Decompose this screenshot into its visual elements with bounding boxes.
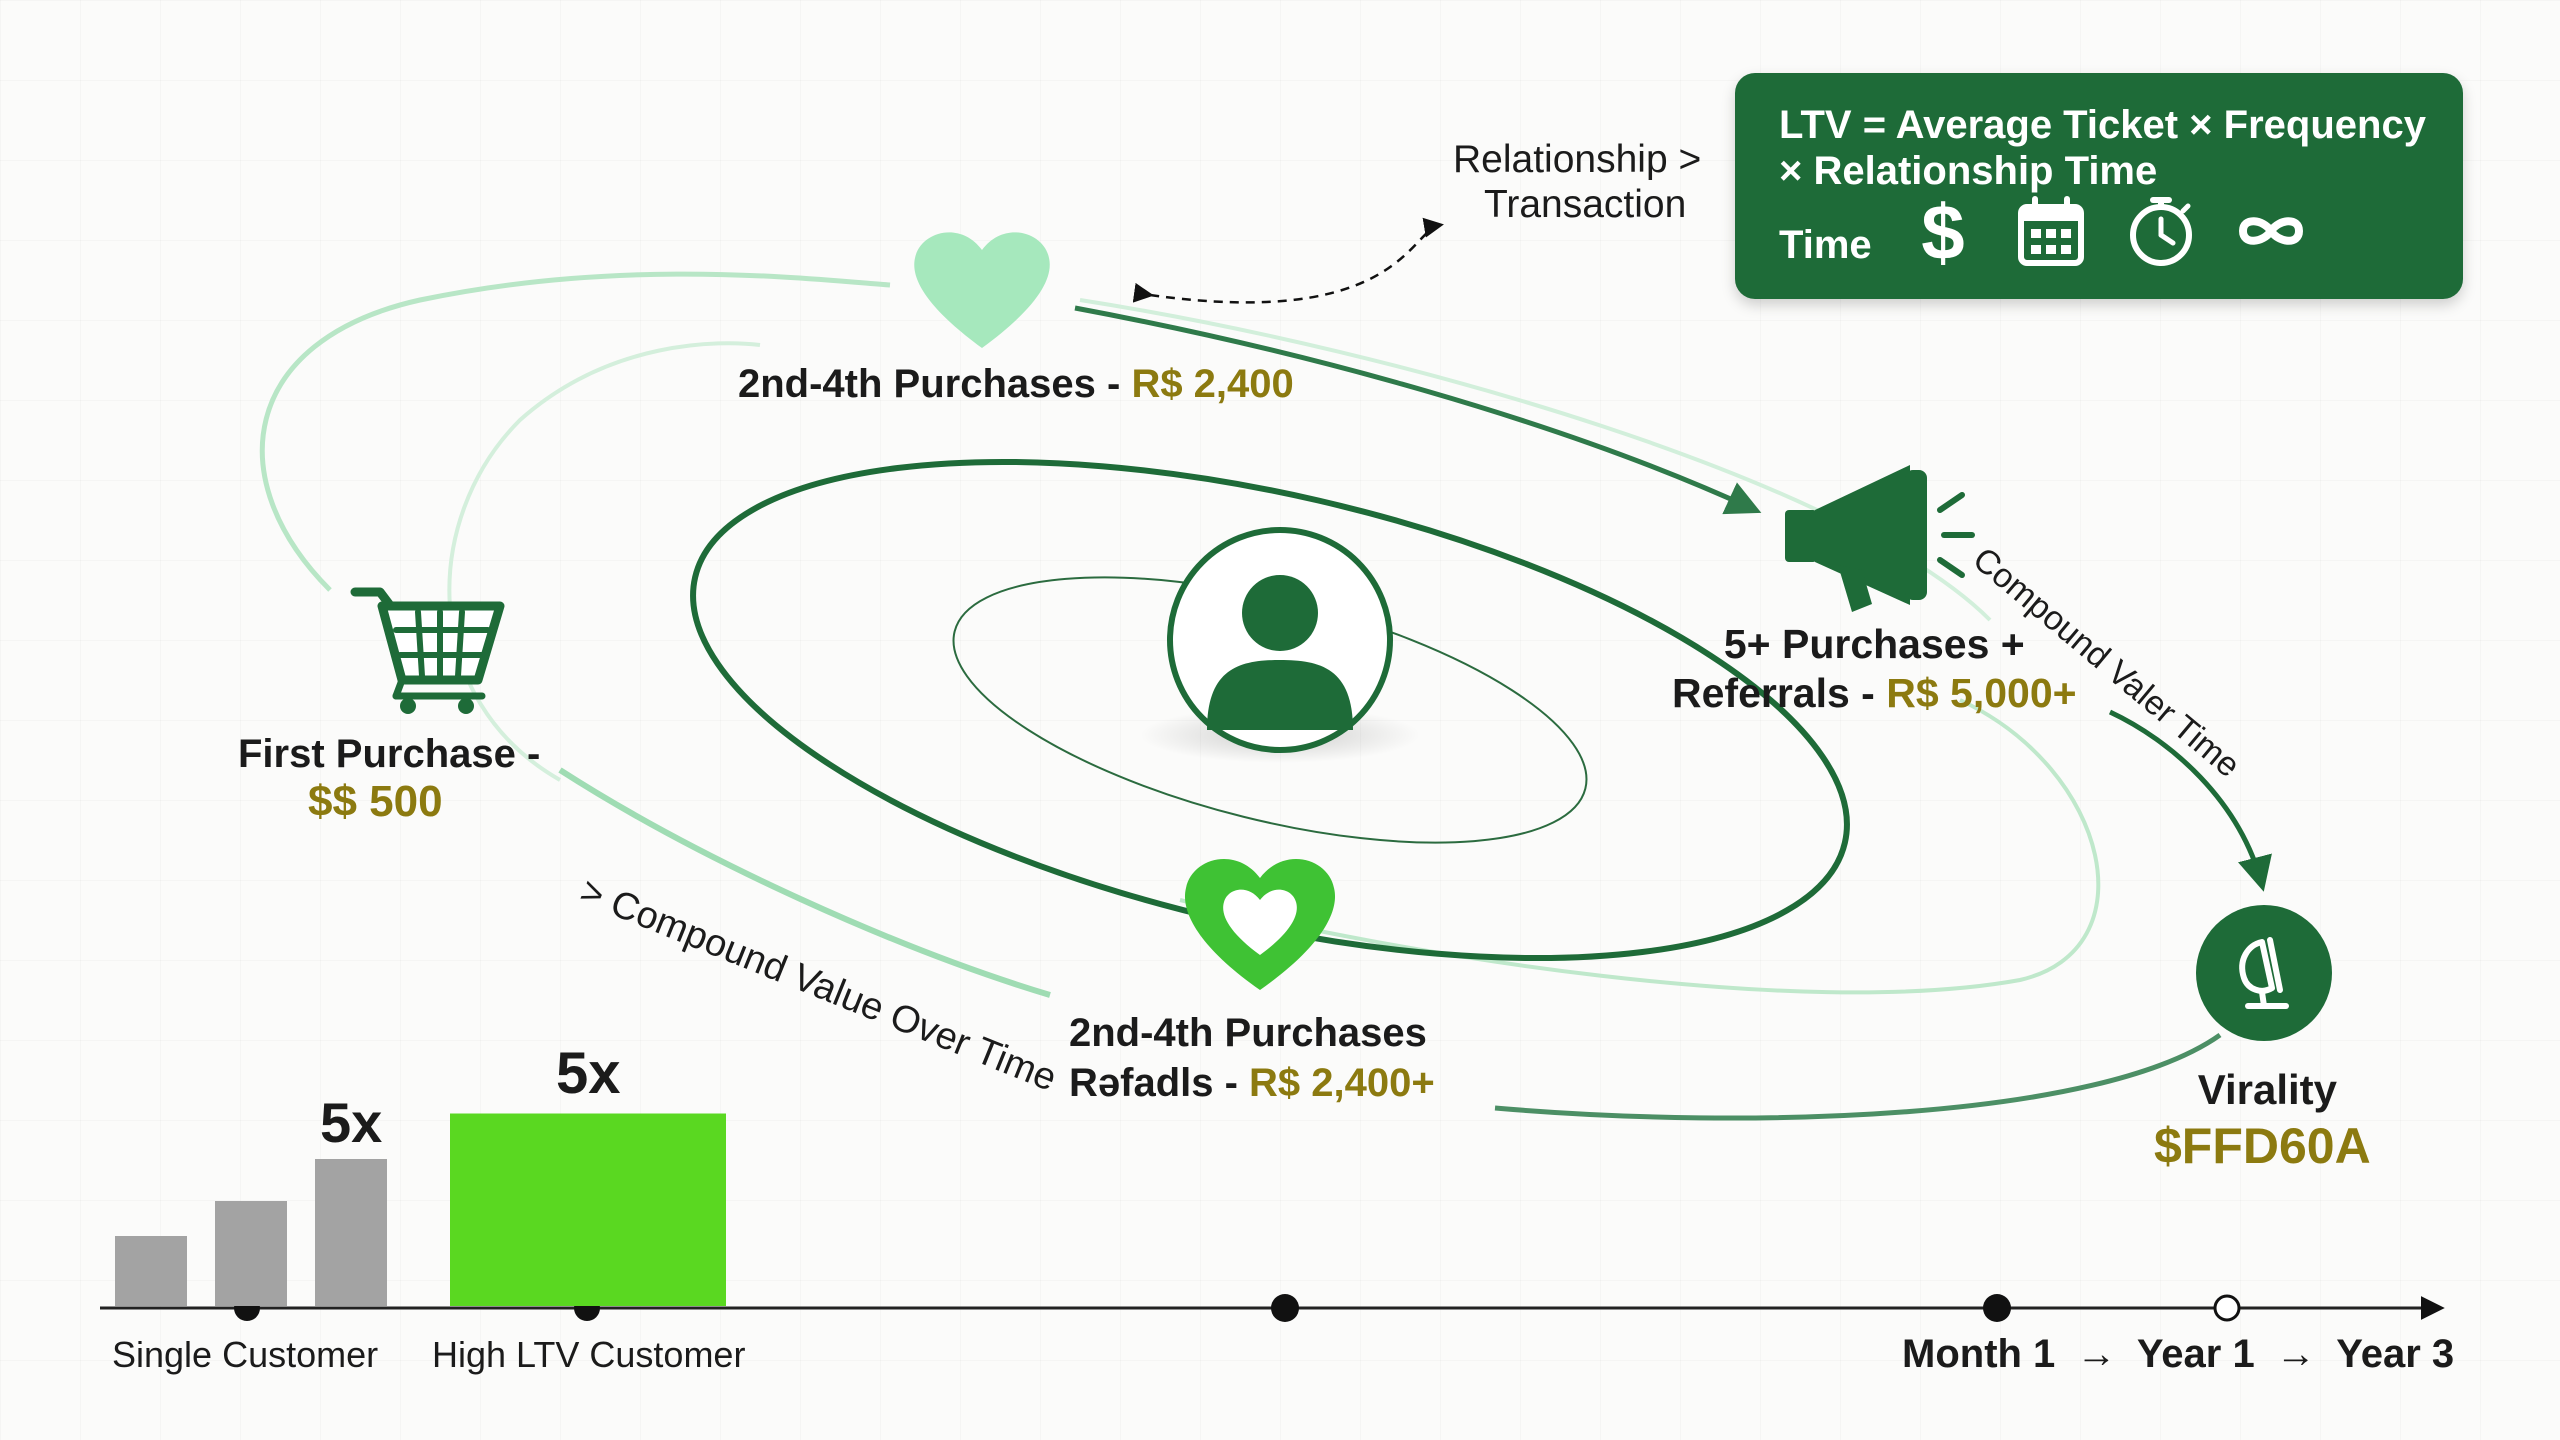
single-customer-bar — [115, 1236, 187, 1306]
stage-top-text: 2nd-4th Purchases - — [738, 362, 1132, 406]
heart-bright-icon — [1184, 859, 1336, 990]
high-ltv-customer-label: High LTV Customer — [432, 1334, 746, 1375]
heart-light-icon — [914, 232, 1050, 348]
stage-right-label: 5+ Purchases + Referrals - R$ 5,000+ — [1672, 620, 2077, 718]
stage-right-prefix: Referrals - — [1672, 670, 1887, 716]
virality-badge-icon — [2196, 905, 2332, 1041]
timeline-point — [1271, 1294, 1299, 1322]
timeline-month: Month 1 — [1902, 1332, 2056, 1376]
outer-orbit-arc-3 — [1179, 698, 2101, 995]
timeline-point-open — [2213, 1294, 2241, 1322]
formula-line-2: × Relationship Time — [1779, 149, 2158, 193]
formula-line-3: Time — [1779, 223, 1872, 267]
comparison-bars — [115, 1113, 726, 1306]
stage-top-amount: R$ 2,400 — [1131, 362, 1294, 406]
single-customer-label: Single Customer — [112, 1334, 379, 1375]
timeline-arrow-1: → — [2076, 1332, 2117, 1376]
relationship-note-line1: Relationship > — [1453, 138, 1702, 181]
stage-bottom-text: 2nd-4th Purchases — [1069, 1011, 1427, 1055]
stage-right-text: 5+ Purchases + — [1723, 621, 2025, 667]
stage-first-text: First Purchase - — [238, 732, 541, 776]
megaphone-icon — [1785, 465, 1975, 612]
stage-right-amount: R$ 5,000+ — [1886, 670, 2077, 716]
flow-arrow-left — [558, 767, 1051, 998]
dollar-icon: $ — [1921, 193, 1964, 269]
flow-arrow-right — [2108, 709, 2272, 892]
virality-amount: $FFD60A — [2154, 1118, 2371, 1174]
outer-orbit-arc — [259, 271, 891, 592]
flow-arrow-top — [1074, 305, 1762, 515]
svg-text:$: $ — [1921, 193, 1964, 269]
flow-arrow-bottom — [1494, 1032, 2222, 1121]
timeline-labels: Month 1 → Year 1 → Year 3 — [1902, 1332, 2454, 1377]
stopwatch-icon — [2130, 197, 2192, 266]
stage-first-amount: $$ 500 — [308, 777, 443, 826]
outer-orbit-arc-2 — [447, 341, 761, 782]
single-customer-bar — [215, 1201, 287, 1306]
stage-bottom-prefix: Rəfadls - — [1069, 1061, 1250, 1105]
customer-avatar-icon — [1207, 575, 1353, 730]
stage-bottom-line2: Rəfadls - R$ 2,400+ — [1069, 1058, 1435, 1108]
timeline-arrow-2: → — [2275, 1332, 2316, 1376]
high-ltv-bar — [450, 1113, 726, 1306]
calendar-icon — [2018, 196, 2084, 266]
timeline-year-3: Year 3 — [2336, 1332, 2455, 1376]
relationship-dashed-arrow — [1132, 217, 1444, 304]
virality-label: Virality $FFD60A — [2154, 1062, 2371, 1174]
multiplier-small: 5x — [320, 1091, 383, 1154]
stage-right-line2: Referrals - R$ 5,000+ — [1672, 669, 2077, 718]
formula-line-1: LTV = Average Ticket × Frequency — [1779, 103, 2426, 147]
relationship-note-line2: Transaction — [1483, 183, 1687, 226]
stage-bottom-amount: R$ 2,400+ — [1249, 1061, 1435, 1105]
ltv-formula-box: LTV = Average Ticket × Frequency × Relat… — [1735, 73, 2463, 299]
timeline-point — [1983, 1294, 2011, 1322]
shopping-cart-icon — [350, 587, 505, 714]
infinity-icon — [2239, 217, 2303, 245]
stage-bottom-label: 2nd-4th Purchases Rəfadls - R$ 2,400+ — [1069, 1008, 1435, 1108]
stage-top-label: 2nd-4th Purchases - R$ 2,400 — [738, 362, 1294, 407]
multiplier-large: 5x — [556, 1041, 621, 1106]
virality-text: Virality — [2197, 1066, 2338, 1113]
stage-first-label: First Purchase - $$ 500 — [238, 730, 540, 826]
timeline-year-1: Year 1 — [2136, 1332, 2255, 1376]
relationship-note: Relationship > Transaction — [1453, 137, 1701, 227]
single-customer-bar — [315, 1159, 387, 1306]
